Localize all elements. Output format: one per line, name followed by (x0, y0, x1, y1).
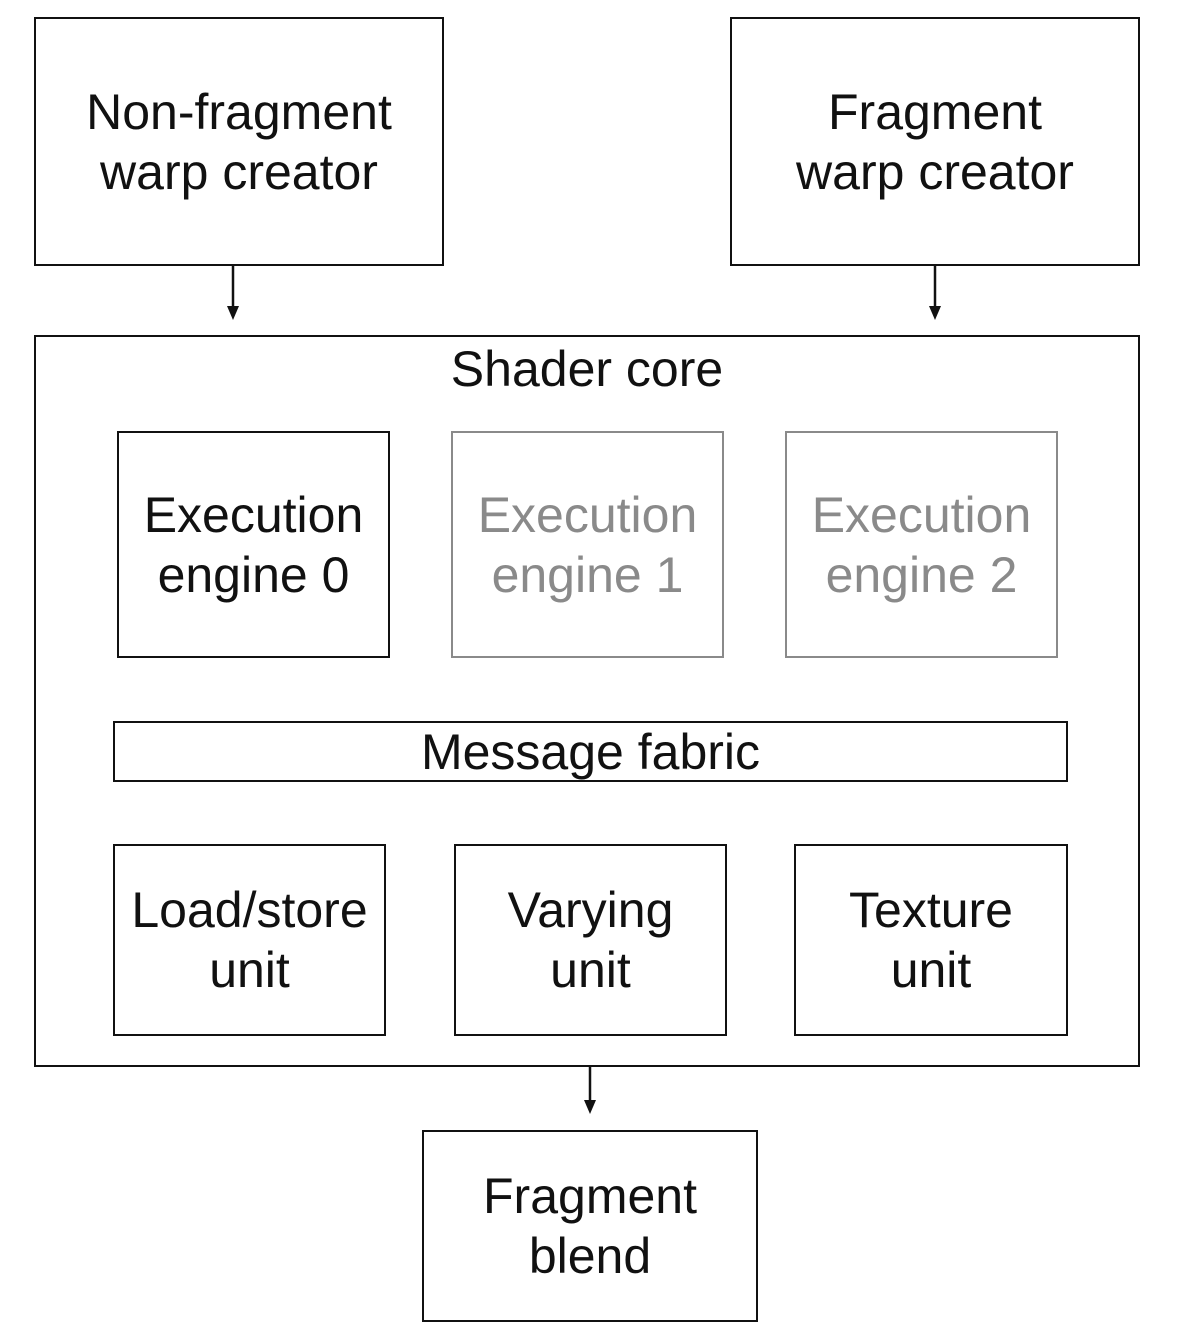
non-fragment-warp-creator-box: Non-fragment warp creator (34, 17, 444, 266)
message-fabric-label: Message fabric (420, 723, 761, 780)
execution-engine-2-box: Execution engine 2 (785, 431, 1058, 658)
varying-unit-line2: unit (550, 942, 631, 998)
load-store-unit-line2: unit (209, 942, 290, 998)
execution-engine-0-label: Execution engine 0 (144, 485, 364, 605)
execution-engine-2-line2: engine 2 (825, 546, 1018, 603)
non-fragment-warp-creator-label: Non-fragment warp creator (86, 82, 392, 202)
shader-core-title: Shader core (450, 341, 724, 397)
execution-engine-1-box: Execution engine 1 (451, 431, 724, 658)
non-fragment-warp-creator-line2: warp creator (100, 143, 378, 200)
fragment-blend-line2: blend (528, 1228, 652, 1284)
fragment-blend-label: Fragment blend (483, 1166, 697, 1286)
texture-unit-box: Texture unit (794, 844, 1068, 1036)
execution-engine-0-line1: Execution (143, 486, 364, 543)
execution-engine-1-line2: engine 1 (491, 546, 684, 603)
arrow-shader-core-to-fragment-blend (584, 1067, 596, 1114)
message-fabric-box: Message fabric (113, 721, 1068, 782)
load-store-unit-label: Load/store unit (131, 880, 367, 1000)
load-store-unit-box: Load/store unit (113, 844, 386, 1036)
fragment-warp-creator-label: Fragment warp creator (796, 82, 1074, 202)
load-store-unit-line1: Load/store (131, 882, 368, 938)
varying-unit-line1: Varying (507, 882, 674, 938)
varying-unit-label: Varying unit (508, 880, 674, 1000)
texture-unit-line2: unit (890, 942, 972, 998)
execution-engine-2-line1: Execution (811, 486, 1032, 543)
fragment-blend-box: Fragment blend (422, 1130, 758, 1322)
varying-unit-box: Varying unit (454, 844, 727, 1036)
fragment-warp-creator-line1: Fragment (828, 83, 1042, 140)
execution-engine-1-line1: Execution (477, 486, 698, 543)
texture-unit-line1: Texture (849, 882, 1013, 938)
fragment-warp-creator-box: Fragment warp creator (730, 17, 1140, 266)
non-fragment-warp-creator-line1: Non-fragment (86, 83, 392, 140)
execution-engine-1-label: Execution engine 1 (478, 485, 698, 605)
execution-engine-0-line2: engine 0 (157, 546, 350, 603)
texture-unit-label: Texture unit (849, 880, 1013, 1000)
arrow-non-fragment-to-shader-core (227, 266, 239, 320)
arrow-fragment-to-shader-core (929, 266, 941, 320)
fragment-warp-creator-line2: warp creator (796, 143, 1074, 200)
execution-engine-2-label: Execution engine 2 (812, 485, 1032, 605)
execution-engine-0-box: Execution engine 0 (117, 431, 390, 658)
fragment-blend-line1: Fragment (483, 1168, 697, 1224)
